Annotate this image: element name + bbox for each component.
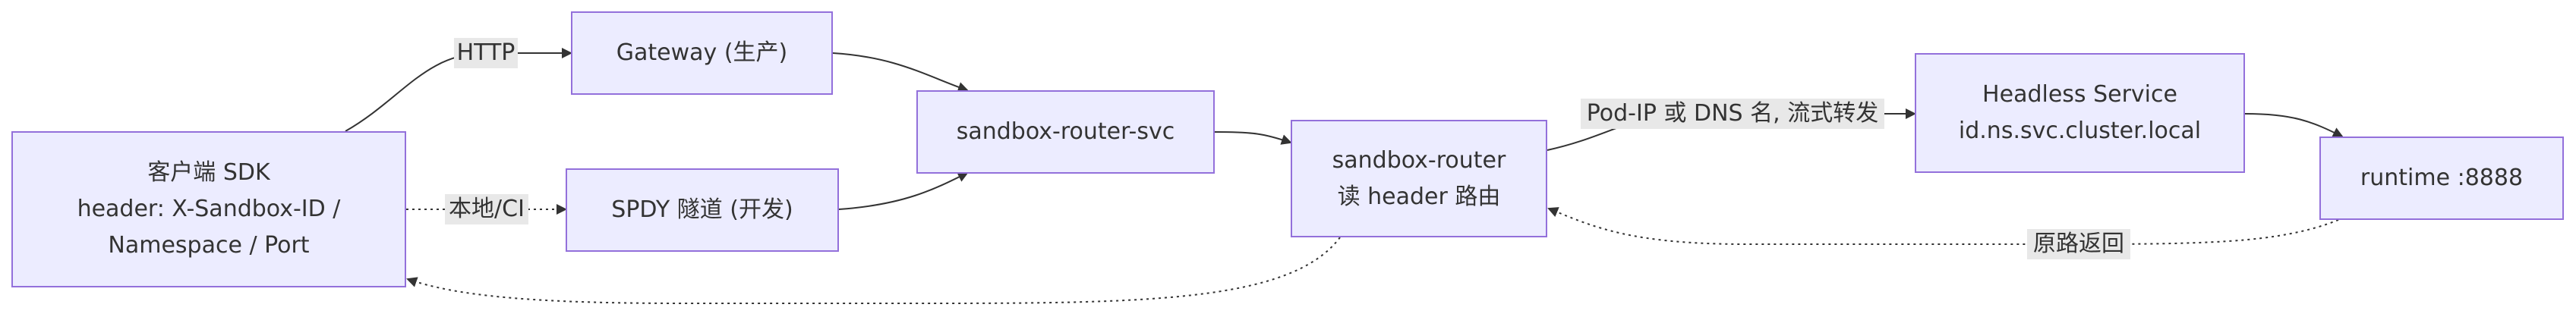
- sandbox-router-node: sandbox-router 读 header 路由: [1291, 120, 1547, 237]
- client-sdk-line-2: header: X-Sandbox-ID /: [77, 196, 341, 222]
- edge-runtime-router: [1547, 207, 2339, 245]
- edge-spdy-routersvc: [838, 172, 969, 210]
- runtime-label: runtime :8888: [2360, 165, 2524, 191]
- edge-router-client: [406, 237, 1341, 304]
- edge-headless-runtime: [2244, 113, 2344, 137]
- edge-label-pod-ip: Pod-IP 或 DNS 名, 流式转发: [1581, 99, 1884, 129]
- headless-service-line-2: id.ns.svc.cluster.local: [1958, 118, 2202, 144]
- spdy-tunnel-label: SPDY 隧道 (开发): [611, 196, 793, 223]
- edge-routersvc-router: [1214, 131, 1292, 145]
- edge-gateway-routersvc: [832, 52, 969, 93]
- runtime-node: runtime :8888: [2319, 137, 2564, 220]
- headless-service-line-1: Headless Service: [1982, 81, 2177, 108]
- client-sdk-line-1: 客户端 SDK: [147, 159, 270, 186]
- sandbox-router-line-2: 读 header 路由: [1337, 183, 1501, 210]
- router-svc-node: sandbox-router-svc: [916, 90, 1215, 174]
- sandbox-router-line-1: sandbox-router: [1332, 146, 1506, 174]
- client-sdk-line-3: Namespace / Port: [108, 232, 310, 259]
- headless-service-node: Headless Service id.ns.svc.cluster.local: [1915, 53, 2245, 173]
- gateway-label: Gateway (生产): [616, 39, 788, 66]
- edge-label-return: 原路返回: [2027, 229, 2130, 259]
- gateway-node: Gateway (生产): [571, 11, 833, 95]
- client-sdk-node: 客户端 SDK header: X-Sandbox-ID / Namespace…: [11, 131, 406, 287]
- edge-label-http: HTTP: [454, 38, 518, 68]
- edge-label-local-ci: 本地/CI: [445, 194, 528, 224]
- router-svc-label: sandbox-router-svc: [956, 118, 1175, 145]
- spdy-tunnel-node: SPDY 隧道 (开发): [566, 168, 839, 252]
